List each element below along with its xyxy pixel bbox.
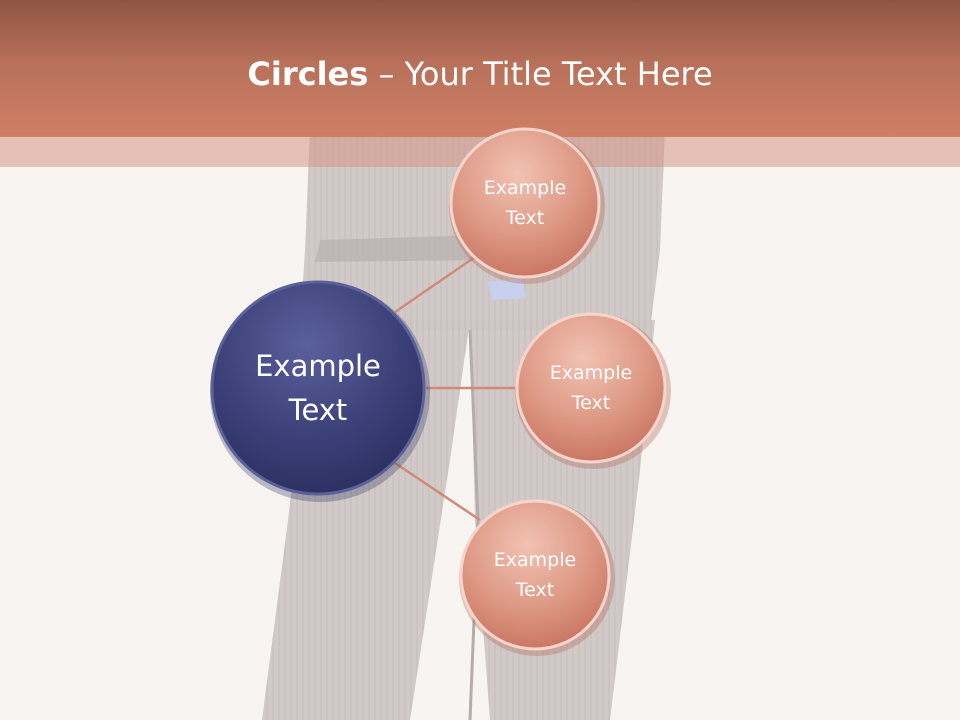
satellite-circle-top [449,127,605,284]
slide-title-bold: Circles [247,55,369,93]
connector-line-bottom [394,461,481,522]
satellite-bottom-label: Example Text [493,549,577,601]
satellite-top-label: Example Text [483,177,567,229]
slide-title: Circles – Your Title Text Here [0,52,960,96]
satellite-circle-bottom [459,499,615,656]
connector-line-top [394,255,476,314]
slide-title-rest: – Your Title Text Here [368,55,713,93]
satellite-circle-middle [515,312,671,469]
center-circle [210,280,430,502]
title-bar [0,0,960,137]
center-circle-label: Example Text [255,349,381,427]
satellite-middle-label: Example Text [549,362,633,414]
